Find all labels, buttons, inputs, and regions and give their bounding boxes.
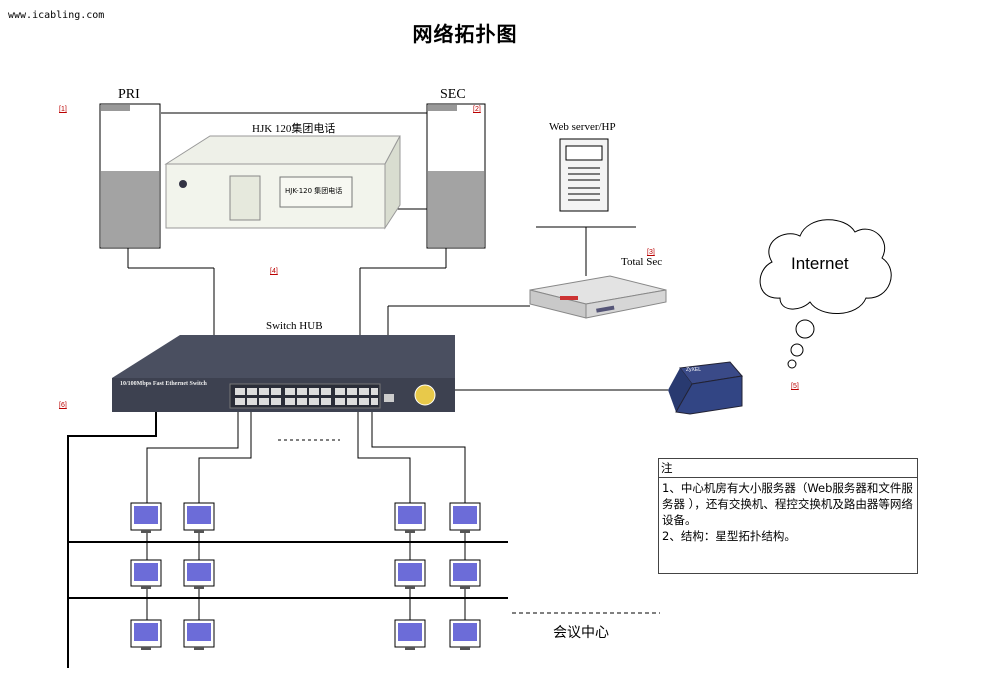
monitor-icon — [183, 559, 215, 589]
sec-label: SEC — [440, 87, 466, 102]
pbx-face-text: HJK-120 集团电话 — [285, 187, 343, 195]
connection-lines — [67, 112, 668, 668]
note-heading: 注 — [659, 459, 917, 478]
sec-server-icon — [426, 103, 486, 249]
monitor-icon — [130, 502, 162, 533]
monitor-icon — [449, 619, 481, 650]
pri-server-icon — [99, 103, 161, 249]
web-server-icon — [559, 138, 609, 212]
note-box: 注 1、中心机房有大小服务器（Web服务器和文件服务器 ），还有交换机、程控交换… — [658, 458, 918, 574]
ref-mark: [2] — [473, 106, 481, 113]
ref-mark: [4] — [270, 268, 278, 275]
firewall-device-icon — [529, 275, 667, 319]
meeting-center-label: 会议中心 — [553, 625, 609, 641]
monitor-icon — [449, 502, 481, 533]
monitor-icon — [183, 619, 215, 650]
monitor-icon — [130, 619, 162, 650]
note-line-2: 2、结构：星型拓扑结构。 — [662, 529, 796, 543]
ref-mark: [6] — [59, 402, 67, 409]
ref-mark: [3] — [647, 249, 655, 256]
monitor-icon — [449, 559, 481, 589]
monitor-icon — [130, 559, 162, 589]
note-line-1: 1、中心机房有大小服务器（Web服务器和文件服务器 ），还有交换机、程控交换机及… — [662, 481, 913, 527]
ref-mark: [5] — [791, 383, 799, 390]
note-body: 1、中心机房有大小服务器（Web服务器和文件服务器 ），还有交换机、程控交换机及… — [659, 478, 917, 546]
monitor-icon — [394, 619, 426, 650]
pbx-box-icon — [164, 135, 401, 230]
monitor-icon — [394, 559, 426, 589]
pri-label: PRI — [118, 87, 140, 102]
internet-label: Internet — [791, 254, 849, 273]
ref-mark: [1] — [59, 106, 67, 113]
watermark: www.icabling.com — [8, 10, 105, 21]
switch-hub-icon — [112, 335, 455, 412]
total-sec-label: Total Sec — [621, 256, 663, 268]
pbx-label: HJK 120集团电话 — [252, 123, 336, 135]
web-server-label: Web server/HP — [549, 121, 616, 133]
monitor-icon — [394, 502, 426, 533]
page-title: 网络拓扑图 — [412, 22, 518, 46]
workstation-grid — [130, 502, 481, 650]
router-icon — [668, 361, 743, 415]
internet-cloud-icon — [759, 219, 892, 369]
router-brand-text: ZyXEL — [686, 367, 702, 373]
monitor-icon — [183, 502, 215, 533]
switch-face-text: 10/100Mbps Fast Ethernet Switch — [120, 381, 207, 387]
switch-hub-label: Switch HUB — [266, 320, 323, 332]
